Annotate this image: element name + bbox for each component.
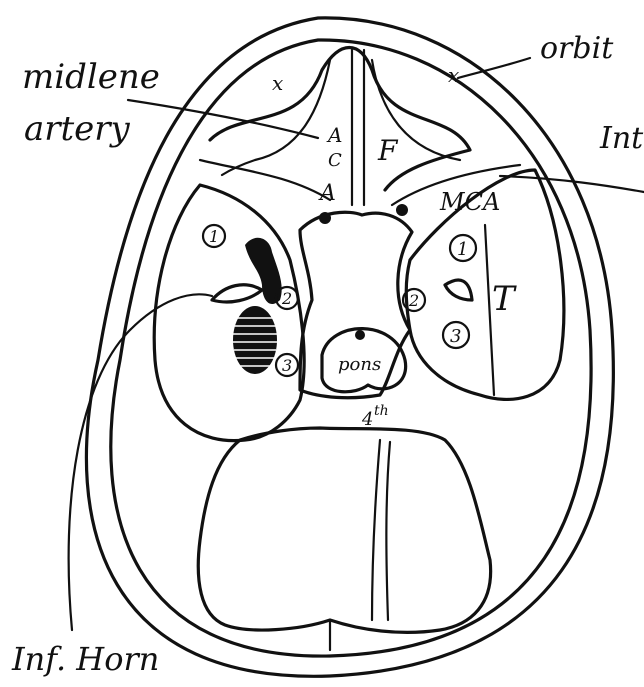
right-marker-1-text: 1: [457, 239, 468, 260]
left-marker-1: 1: [203, 225, 225, 247]
left-temporal-lobe: [154, 185, 304, 441]
right-marker-3: 3: [443, 322, 469, 348]
left-marker-2-text: 2: [281, 289, 292, 308]
right-marker-1: 1: [450, 235, 476, 261]
label-int: Int: [599, 121, 644, 156]
inf-horn-pointer: [69, 294, 212, 630]
cerebellum: [198, 428, 490, 650]
left-marker-3: 3: [276, 354, 298, 376]
label-mca: MCA: [439, 188, 500, 216]
label-aca-a2: A: [318, 181, 336, 206]
skull-outline: [86, 18, 613, 676]
label-orbit: orbit: [540, 31, 614, 66]
label-fourth: 4: [361, 409, 373, 430]
left-marker-3-text: 3: [282, 356, 292, 375]
label-pons: pons: [338, 354, 381, 375]
label-inf-horn: Inf. Horn: [11, 640, 159, 678]
label-midline-line2: artery: [24, 109, 131, 149]
label-aca-c: C: [328, 150, 342, 171]
orbit-cross-right: x: [448, 63, 459, 87]
label-fourth-sup: th: [374, 403, 389, 419]
left-marker-1-text: 1: [209, 227, 219, 246]
label-temporal: T: [492, 279, 517, 319]
orbit-cross-left: x: [272, 71, 283, 95]
label-midline-line1: midlene: [22, 57, 160, 97]
right-marker-3-text: 3: [450, 326, 461, 347]
right-marker-2-text: 2: [408, 291, 419, 310]
label-aca-a1: A: [326, 123, 342, 147]
label-frontal: F: [377, 134, 399, 167]
